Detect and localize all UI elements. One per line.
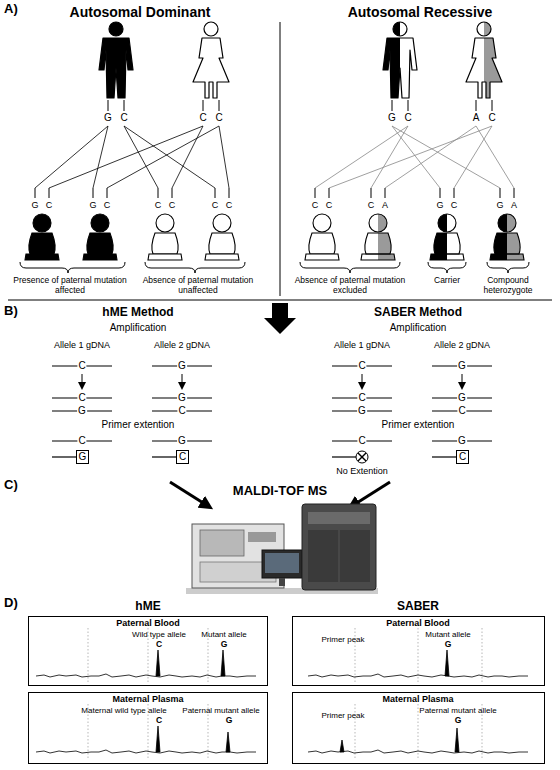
panel-letter: B) <box>4 304 18 319</box>
peak-label: Paternal mutant allele <box>419 706 496 715</box>
outcome-label: Absence of paternal mutation excluded <box>285 276 415 296</box>
base-letter: C <box>168 201 177 210</box>
heading-label: MALDI-TOF MS <box>233 484 327 499</box>
chart-title: Maternal Plasma <box>112 694 183 704</box>
base-letter: C <box>77 361 86 371</box>
base-letter: G <box>88 201 97 210</box>
base-letter: G <box>103 113 113 123</box>
base-letter: G <box>387 113 397 123</box>
heading-label: Allele 1 gDNA <box>334 340 390 350</box>
peak-label: Mutant allele <box>425 630 470 639</box>
panel-letter: D) <box>4 596 18 611</box>
base-letter: G <box>30 201 39 210</box>
peak-label: Wild type allele <box>132 630 186 639</box>
heading-label: No Extention <box>336 466 388 476</box>
base-letter: C <box>103 201 112 210</box>
panel-letter: C) <box>4 478 18 493</box>
heading-label: Allele 1 gDNA <box>54 340 110 350</box>
base-letter: C <box>154 201 163 210</box>
base-letter: G <box>177 436 187 446</box>
base-letter: G <box>177 393 187 403</box>
base-letter: C <box>357 393 366 403</box>
heading-label: Primer extention <box>382 419 455 431</box>
heading-label: hME <box>135 600 160 614</box>
heading-label: hME Method <box>102 306 173 320</box>
peak-label: Primer peak <box>321 635 364 644</box>
base-letter: G <box>357 406 367 416</box>
base-letter: G <box>435 201 444 210</box>
peak-label: Maternal wild type allele <box>81 706 166 715</box>
heading-label: Allele 2 gDNA <box>434 340 490 350</box>
peak-label: Mutant allele <box>201 630 246 639</box>
heading-label: Amplification <box>390 322 447 334</box>
spectrum-chart: Paternal BloodPrimer peak Mutant alleleG <box>292 616 545 686</box>
peak-letter: C <box>156 640 162 650</box>
base-letter: C <box>178 452 187 462</box>
heading-label: SABER Method <box>374 306 462 320</box>
outcome-label: Presence of paternal mutation affected <box>0 276 140 296</box>
base-letter: G <box>495 201 504 210</box>
base-letter: C <box>450 201 459 210</box>
base-letter: G <box>457 393 467 403</box>
base-letter: C <box>311 201 320 210</box>
base-letter: A <box>381 201 389 210</box>
base-letter: C <box>457 406 466 416</box>
base-letter: A <box>472 113 481 123</box>
chart-title: Maternal Plasma <box>382 694 453 704</box>
panel-letter: A) <box>4 2 18 17</box>
heading-label: SABER <box>397 600 439 614</box>
base-letter: G <box>457 361 467 371</box>
chart-title: Paternal Blood <box>116 618 180 628</box>
spectrum-chart: Maternal PlasmaMaternal wild type allele… <box>28 692 268 764</box>
base-letter: C <box>45 201 54 210</box>
outcome-label: Absence of paternal mutation unaffected <box>128 276 268 296</box>
base-letter: C <box>198 113 207 123</box>
outcome-label: Carrier <box>417 276 477 286</box>
base-letter: C <box>211 201 220 210</box>
base-letter: C <box>367 201 376 210</box>
peak-letter: G <box>226 716 233 726</box>
base-letter: C <box>177 406 186 416</box>
heading-label: Allele 2 gDNA <box>154 340 210 350</box>
peak-letter: G <box>455 716 462 726</box>
base-letter: C <box>325 201 334 210</box>
base-letter: C <box>225 201 234 210</box>
heading-label: Autosomal Recessive <box>348 4 493 20</box>
base-letter: G <box>457 436 467 446</box>
peak-letter: G <box>445 640 452 650</box>
base-letter: C <box>458 452 467 462</box>
base-letter: C <box>214 113 223 123</box>
peak-letter: G <box>221 640 228 650</box>
base-letter: C <box>403 113 412 123</box>
mass-spectrometer <box>186 504 378 594</box>
base-letter: C <box>487 113 496 123</box>
extension-base-box: G <box>76 450 89 464</box>
outcome-label: Compound heterozygote <box>473 276 543 296</box>
heading-label: Autosomal Dominant <box>70 4 211 20</box>
spectrum-chart: Maternal PlasmaPrimer peak Paternal mutan… <box>292 692 545 764</box>
base-letter: C <box>119 113 128 123</box>
peak-label: Primer peak <box>321 711 364 720</box>
extension-base-box: C <box>456 450 469 464</box>
base-letter: G <box>177 361 187 371</box>
peak-label: Paternal mutant allele <box>182 706 259 715</box>
base-letter: G <box>78 452 88 462</box>
spectrum-chart: Paternal BloodWild type alleleC Mutant al… <box>28 616 268 686</box>
base-letter: C <box>357 361 366 371</box>
peak-letter: C <box>156 716 162 726</box>
heading-label: Amplification <box>110 322 167 334</box>
base-letter: C <box>357 436 366 446</box>
base-letter: C <box>77 436 86 446</box>
base-letter: G <box>77 406 87 416</box>
extension-base-box: C <box>176 450 189 464</box>
base-letter: A <box>510 201 518 210</box>
chart-title: Paternal Blood <box>386 618 450 628</box>
heading-label: Primer extention <box>102 419 175 431</box>
base-letter: C <box>77 393 86 403</box>
